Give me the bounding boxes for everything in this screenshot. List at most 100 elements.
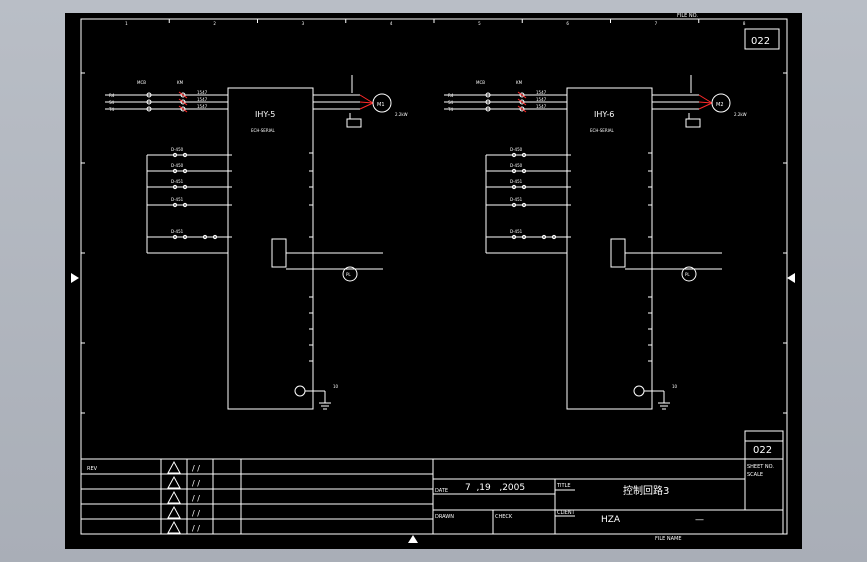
zone-number: 4	[390, 21, 393, 26]
contactor-contact	[180, 106, 186, 112]
input-contact	[511, 168, 517, 174]
input-contact	[172, 184, 178, 190]
inverter-box	[227, 87, 314, 410]
input-contact	[172, 234, 178, 240]
input-label: D-451	[171, 179, 184, 184]
zone-number: 1	[125, 21, 128, 26]
input-contact	[551, 234, 557, 240]
sheet-no-box-top	[744, 28, 780, 50]
motor-wire-red	[359, 94, 374, 104]
input-contact	[541, 234, 547, 240]
inverter-name: IHY-6	[594, 110, 614, 119]
contactor-red-mark	[517, 91, 527, 99]
revision-triangle-icon	[167, 520, 181, 534]
motor-label: M1	[377, 102, 385, 108]
inverter-box	[566, 87, 653, 410]
client-label: CLIENT	[557, 510, 576, 516]
file-no-caption: FILE NO.	[677, 13, 698, 19]
input-contact	[182, 202, 188, 208]
revision-mark: / /	[192, 464, 200, 473]
input-contact	[182, 184, 188, 190]
pan-right-arrow-icon[interactable]	[787, 273, 795, 283]
inverter-subtitle: ECH-SERIAL	[590, 128, 615, 133]
input-label: D-451	[510, 179, 523, 184]
ground-terminal	[633, 385, 645, 397]
input-contact	[511, 184, 517, 190]
ground-label: 10	[672, 384, 678, 389]
input-contact	[521, 152, 527, 158]
date-label: DATE	[435, 488, 448, 494]
schematic-drawing: FILE NO. FILE NAME 022 022 IHY-5ECH-SERI…	[80, 13, 788, 542]
input-contact	[521, 168, 527, 174]
input-label: D-451	[171, 197, 184, 202]
input-contact	[521, 184, 527, 190]
pilot-lamp	[342, 266, 358, 282]
wire-label: 1547	[536, 104, 547, 109]
title-value: 控制回路3	[623, 484, 669, 497]
pan-down-arrow-icon[interactable]	[408, 535, 418, 543]
input-label: D-451	[510, 197, 523, 202]
motor-wire-red	[698, 101, 713, 104]
zone-number: 7	[655, 21, 658, 26]
relay-contact	[610, 238, 626, 268]
motor-symbol	[711, 93, 731, 113]
input-contact	[521, 234, 527, 240]
revision-mark: / /	[192, 479, 200, 488]
contactor-contact	[180, 92, 186, 98]
inverter-subtitle: ECH-SERIAL	[251, 128, 276, 133]
date-value: 7 ,19 ,2005	[465, 483, 525, 493]
contactor-red-mark	[517, 105, 527, 113]
contactor-red-mark	[178, 98, 188, 106]
breaker-contact	[146, 92, 152, 98]
title-block	[80, 458, 784, 535]
breaker-contact	[485, 92, 491, 98]
input-label: D-450	[510, 147, 523, 152]
input-contact	[511, 202, 517, 208]
motor-symbol	[372, 93, 392, 113]
motor-terminal	[346, 118, 362, 128]
check-label: CHECK	[495, 514, 513, 520]
pilot-lamp-label: PL	[346, 272, 351, 277]
zone-number: 3	[302, 21, 305, 26]
input-contact	[182, 234, 188, 240]
contactor-contact	[519, 92, 525, 98]
wire-label: 1547	[536, 97, 547, 102]
motor-label: M2	[716, 102, 724, 108]
pan-left-arrow-icon[interactable]	[71, 273, 79, 283]
zone-number: 5	[478, 21, 481, 26]
input-label: D-450	[510, 163, 523, 168]
input-contact	[202, 234, 208, 240]
contactor-contact	[519, 106, 525, 112]
contactor-red-mark	[178, 91, 188, 99]
input-contact	[521, 202, 527, 208]
input-contact	[511, 234, 517, 240]
wire-label: 1547	[197, 90, 208, 95]
revision-mark: / /	[192, 494, 200, 503]
pilot-lamp-label: PL	[685, 272, 690, 277]
zone-number: 2	[213, 21, 216, 26]
revision-triangle-icon	[167, 460, 181, 474]
breaker-contact	[485, 99, 491, 105]
motor-note: 2.2kW	[395, 112, 408, 117]
revision-triangle-icon	[167, 475, 181, 489]
contactor-red-mark	[517, 98, 527, 106]
wire-label: 1547	[197, 97, 208, 102]
contactor-label: KM	[516, 80, 523, 85]
sheet-no-label: SHEET NO.	[747, 464, 774, 470]
input-contact	[511, 152, 517, 158]
revision-mark: / /	[192, 524, 200, 533]
motor-wire-red	[359, 101, 374, 104]
ground-terminal	[294, 385, 306, 397]
input-label: D-451	[171, 229, 184, 234]
contactor-red-mark	[178, 105, 188, 113]
drawing-border	[80, 18, 788, 535]
revision-triangle-icon	[167, 505, 181, 519]
sheet-no-bottom: 022	[753, 445, 772, 456]
title-label: TITLE	[556, 483, 571, 489]
client-value: HZA	[601, 515, 621, 525]
inverter-name: IHY-5	[255, 110, 275, 119]
input-contact	[172, 202, 178, 208]
zone-number: 6	[566, 21, 569, 26]
wire-label: 1547	[197, 104, 208, 109]
